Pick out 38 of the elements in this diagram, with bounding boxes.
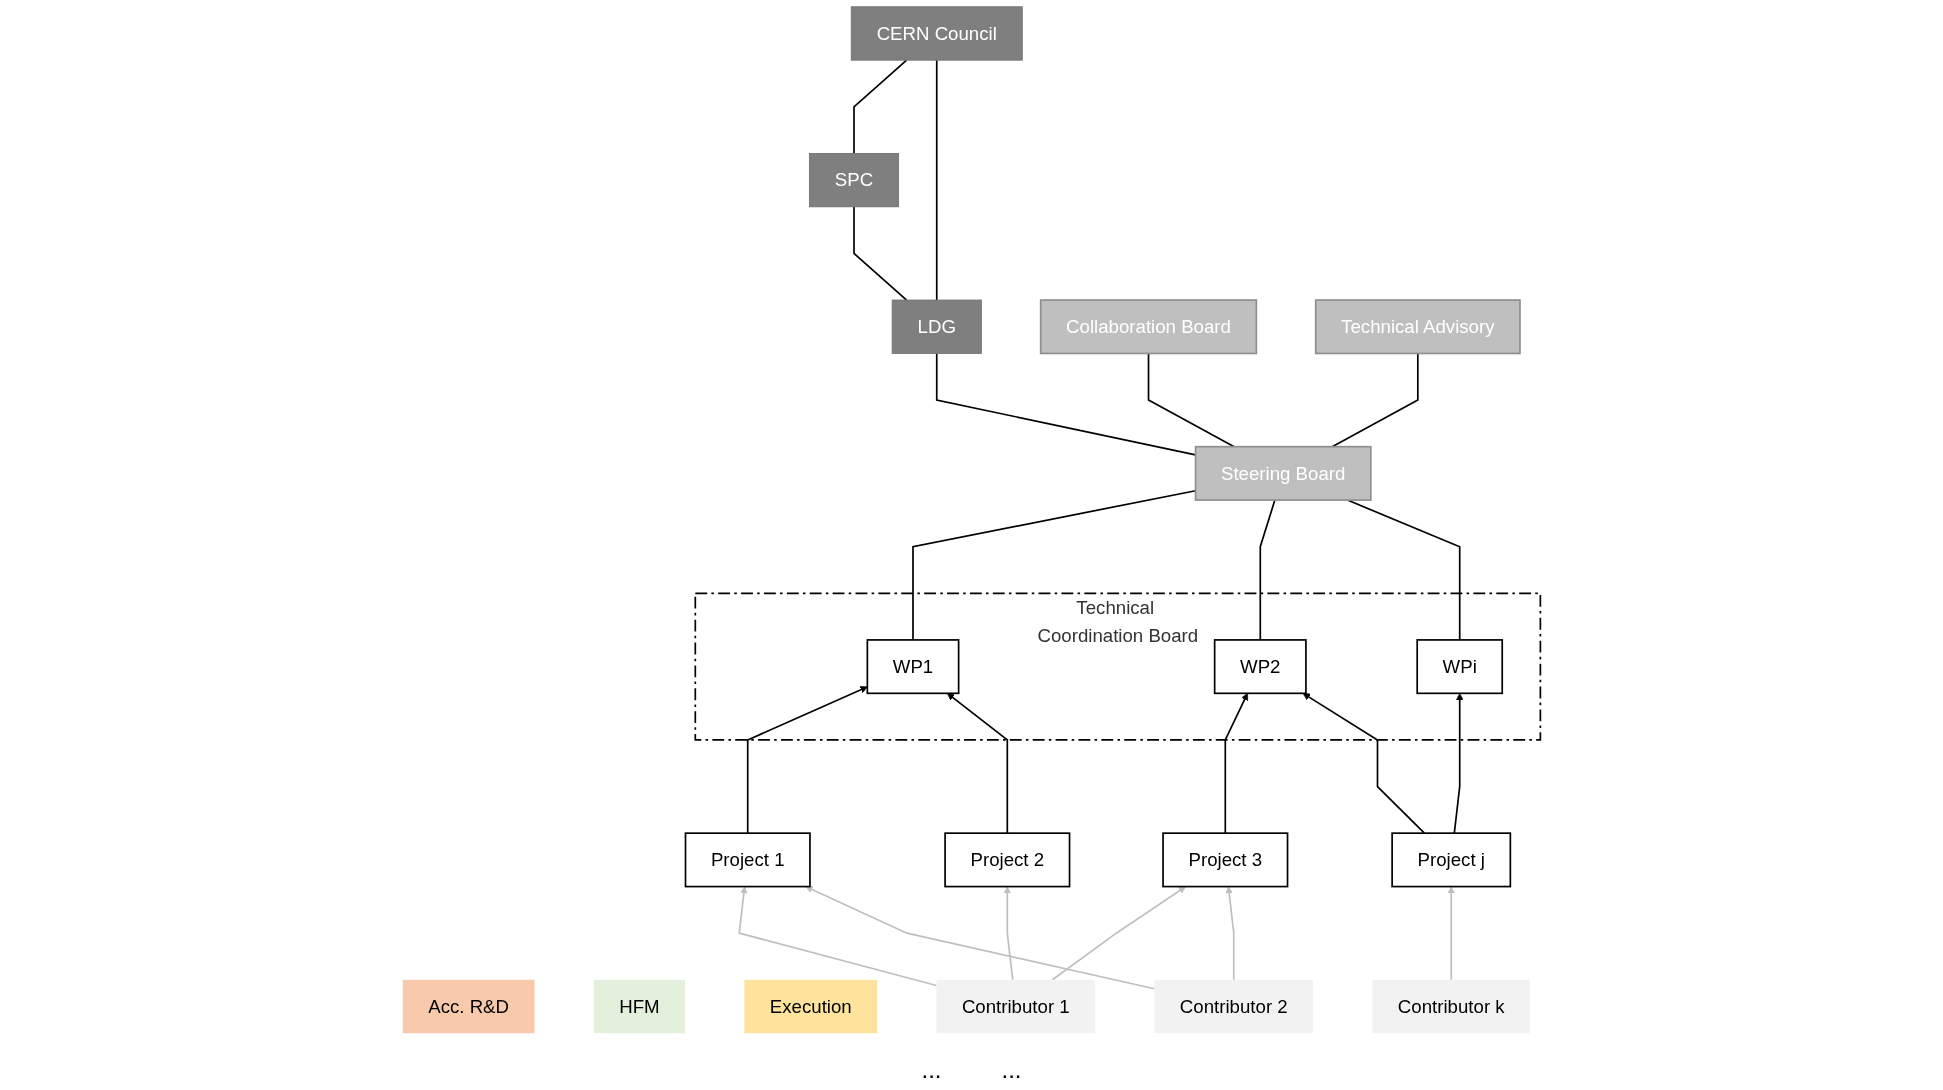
arrow (1224, 693, 1248, 834)
node-box: SPC (808, 153, 899, 208)
node-box: Project j (1391, 832, 1512, 888)
arrow (1225, 886, 1235, 981)
arrow (746, 686, 868, 834)
node-box: WPi (1416, 639, 1503, 695)
node-box: Contributor 1 (936, 979, 1096, 1034)
connector (853, 205, 908, 301)
arrow (805, 886, 1156, 990)
connector (853, 59, 908, 155)
arrow (1302, 693, 1426, 834)
node-box: Project 2 (944, 832, 1071, 888)
connector (1259, 499, 1276, 641)
connector (935, 59, 938, 301)
node-box: Contributor k (1372, 979, 1530, 1034)
arrow (1003, 886, 1014, 981)
node-box: CERN Council (850, 6, 1023, 61)
node-box: Project 3 (1162, 832, 1289, 888)
node-box: LDG (891, 299, 982, 354)
arrow (738, 886, 938, 987)
node-box: Project 1 (684, 832, 811, 888)
node-box: WP1 (866, 639, 960, 695)
arrow (1447, 886, 1455, 981)
ellipsis-text: ... (921, 1056, 942, 1084)
node-box: HFM (593, 979, 685, 1034)
node-box: Acc. R&D (402, 979, 535, 1034)
connector (1331, 352, 1419, 448)
connector (1147, 352, 1235, 448)
node-box: WP2 (1213, 639, 1307, 695)
arrow (1051, 886, 1186, 981)
arrow (946, 693, 1009, 834)
node-box: Steering Board (1194, 445, 1372, 501)
arrow (1453, 693, 1464, 834)
node-box: Execution (744, 979, 878, 1034)
ellipsis-text: ... (1001, 1056, 1022, 1084)
node-box: Collaboration Board (1039, 299, 1258, 355)
node-box: Technical Advisory (1314, 299, 1521, 355)
node-box: Contributor 2 (1154, 979, 1313, 1034)
